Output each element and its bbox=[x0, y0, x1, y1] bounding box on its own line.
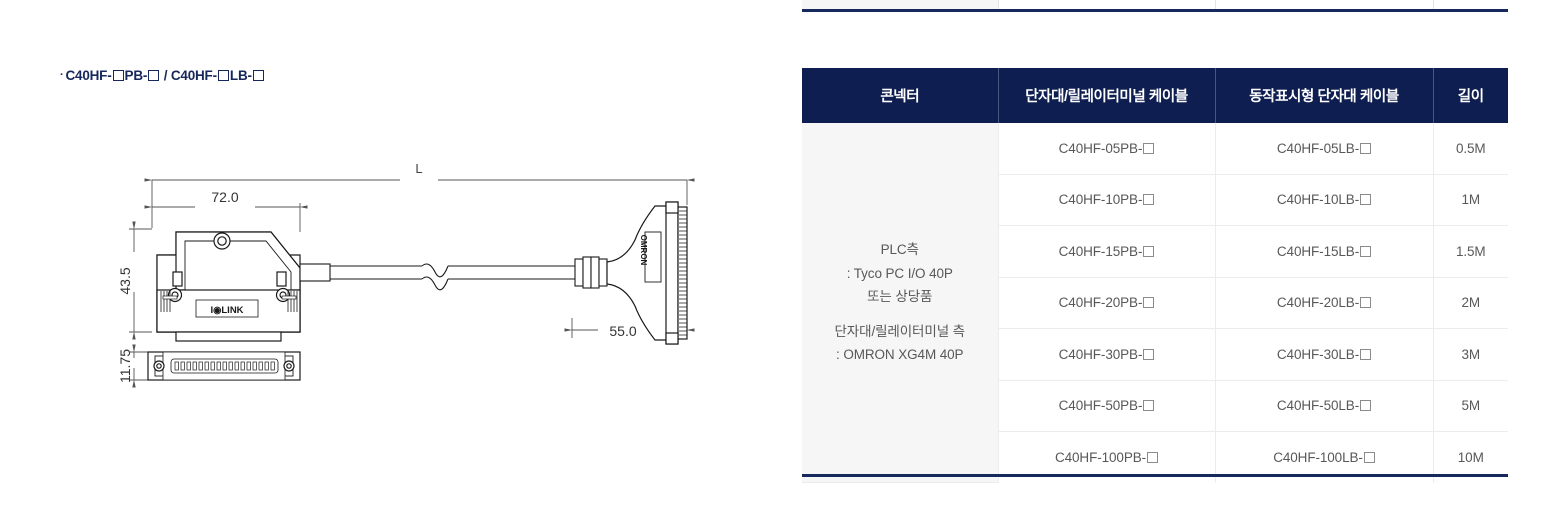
table-row: PLC측 : Tyco PC I/O 40P 또는 상당품 단자대/릴레이터미널… bbox=[802, 123, 1508, 483]
cell-terminal-cable: C40HF-15PB- bbox=[998, 225, 1216, 278]
cell-terminal-cable: C40HF-50PB- bbox=[998, 380, 1216, 432]
cell-length: 0.5M bbox=[1433, 123, 1508, 175]
cell-display-cable: C40HF-50LB- bbox=[1215, 380, 1434, 432]
model-separator: / bbox=[160, 68, 171, 83]
placeholder-box-icon bbox=[1360, 400, 1372, 412]
table-row: C40HF-15PB- C40HF-15LB- 1.5M bbox=[802, 225, 1508, 278]
table-body: PLC측 : Tyco PC I/O 40P 또는 상당품 단자대/릴레이터미널… bbox=[802, 123, 1508, 483]
display-cable-model: C40HF-15LB- bbox=[1276, 243, 1360, 259]
terminal-cable-model: C40HF-20PB- bbox=[1058, 295, 1143, 311]
table-row: C40HF-10PB- C40HF-10LB- 1M bbox=[802, 174, 1508, 226]
spacer bbox=[806, 308, 994, 320]
table-header-row: 콘넥터 단자대/릴레이터미널 케이블 동작표시형 단자대 케이블 길이 bbox=[802, 68, 1508, 123]
plc-connector-graphic bbox=[156, 231, 301, 342]
cell-length: 2M bbox=[1433, 277, 1508, 329]
terminal-cable-model: C40HF-15PB- bbox=[1058, 243, 1143, 259]
terminal-cable-model: C40HF-100PB- bbox=[1054, 449, 1147, 465]
dimension-width: 72.0 bbox=[211, 189, 238, 205]
model-b-mid: LB- bbox=[229, 68, 252, 83]
placeholder-box-icon bbox=[252, 70, 264, 81]
placeholder-box-icon bbox=[1360, 245, 1372, 257]
cell-display-cable: C40HF-20LB- bbox=[1215, 277, 1434, 329]
table-bottom-rule bbox=[802, 474, 1508, 477]
terminal-cable-model: C40HF-50PB- bbox=[1058, 398, 1143, 414]
placeholder-box-icon bbox=[1360, 194, 1372, 206]
table-row: C40HF-20PB- C40HF-20LB- 2M bbox=[802, 277, 1508, 329]
cable-assembly-drawing: L 72.0 43.5 11.75 55.0 bbox=[117, 161, 695, 388]
terminal-connector-graphic bbox=[606, 201, 688, 345]
display-cable-model: C40HF-50LB- bbox=[1276, 398, 1360, 414]
model-b-prefix: C40HF- bbox=[170, 68, 217, 83]
previous-table-bottom-edge bbox=[802, 0, 1508, 12]
iolink-brand-mark: I◉LINK bbox=[210, 305, 243, 316]
display-cable-model: C40HF-05LB- bbox=[1276, 140, 1360, 156]
cell-terminal-cable: C40HF-20PB- bbox=[998, 277, 1216, 329]
column-header-display-cable: 동작표시형 단자대 케이블 bbox=[1215, 68, 1434, 123]
cell-terminal-cable: C40HF-05PB- bbox=[998, 123, 1216, 175]
display-cable-model: C40HF-30LB- bbox=[1276, 346, 1360, 362]
connector-plc-side-note: 또는 상당품 bbox=[867, 288, 933, 304]
dimension-height: 43.5 bbox=[117, 267, 133, 294]
placeholder-box-icon bbox=[1143, 400, 1155, 412]
column-header-terminal-cable: 단자대/릴레이터미널 케이블 bbox=[998, 68, 1216, 123]
model-a-prefix: C40HF- bbox=[65, 68, 112, 83]
placeholder-box-icon bbox=[1143, 245, 1155, 257]
table-row: C40HF-30PB- C40HF-30LB- 3M bbox=[802, 328, 1508, 381]
connector-terminal-side-label: 단자대/릴레이터미널 측 bbox=[834, 324, 965, 340]
placeholder-box-icon bbox=[112, 70, 124, 81]
plc-connector-edge-view bbox=[147, 351, 301, 381]
cell-length: 3M bbox=[1433, 328, 1508, 381]
bullet-marker: · bbox=[60, 69, 64, 81]
cell-display-cable: C40HF-30LB- bbox=[1215, 328, 1434, 381]
model-a-mid: PB- bbox=[124, 68, 148, 83]
placeholder-box-icon bbox=[1360, 348, 1372, 360]
connector-terminal-side-spec: : OMRON XG4M 40P bbox=[836, 347, 964, 363]
placeholder-box-icon bbox=[1143, 348, 1155, 360]
cell-terminal-cable: C40HF-10PB- bbox=[998, 174, 1216, 226]
placeholder-box-icon bbox=[1363, 451, 1375, 463]
display-cable-model: C40HF-100LB- bbox=[1273, 449, 1363, 465]
drawing-panel: ·C40HF-PB- / C40HF-LB- bbox=[60, 68, 695, 388]
cell-length: 5M bbox=[1433, 380, 1508, 432]
placeholder-box-icon bbox=[1143, 194, 1155, 206]
terminal-cable-model: C40HF-05PB- bbox=[1058, 140, 1143, 156]
placeholder-box-icon bbox=[217, 70, 229, 81]
cable-graphic bbox=[299, 256, 608, 291]
model-title: ·C40HF-PB- / C40HF-LB- bbox=[60, 68, 265, 83]
display-cable-model: C40HF-10LB- bbox=[1276, 192, 1360, 208]
cell-length: 1.5M bbox=[1433, 225, 1508, 278]
table-row: C40HF-50PB- C40HF-50LB- 5M bbox=[802, 380, 1508, 432]
placeholder-box-icon bbox=[1360, 297, 1372, 309]
connector-plc-side-label: PLC측 bbox=[880, 242, 919, 258]
cable-spec-table: 콘넥터 단자대/릴레이터미널 케이블 동작표시형 단자대 케이블 길이 PLC측… bbox=[802, 68, 1508, 483]
placeholder-box-icon bbox=[1143, 297, 1155, 309]
cell-terminal-cable: C40HF-30PB- bbox=[998, 328, 1216, 381]
column-header-connector: 콘넥터 bbox=[802, 68, 999, 123]
placeholder-box-icon bbox=[1143, 142, 1155, 154]
cell-length: 1M bbox=[1433, 174, 1508, 226]
cell-display-cable: C40HF-15LB- bbox=[1215, 225, 1434, 278]
connector-plc-side-spec: : Tyco PC I/O 40P bbox=[846, 265, 953, 281]
display-cable-model: C40HF-20LB- bbox=[1276, 295, 1360, 311]
connector-description-cell: PLC측 : Tyco PC I/O 40P 또는 상당품 단자대/릴레이터미널… bbox=[802, 123, 999, 483]
dimension-terminal-width: 55.0 bbox=[609, 323, 636, 339]
column-header-length: 길이 bbox=[1433, 68, 1508, 123]
terminal-cable-model: C40HF-10PB- bbox=[1058, 192, 1143, 208]
cell-length: 10M bbox=[1457, 449, 1484, 465]
placeholder-box-icon bbox=[1360, 142, 1372, 154]
dimension-overall-length: L bbox=[415, 161, 422, 176]
cell-display-cable: C40HF-10LB- bbox=[1215, 174, 1434, 226]
terminal-cable-model: C40HF-30PB- bbox=[1058, 346, 1143, 362]
omron-brand-mark: OMRON bbox=[639, 235, 648, 266]
placeholder-box-icon bbox=[148, 70, 160, 81]
dimension-depth: 11.75 bbox=[117, 349, 133, 383]
placeholder-box-icon bbox=[1147, 451, 1159, 463]
cell-display-cable: C40HF-05LB- bbox=[1215, 123, 1434, 175]
